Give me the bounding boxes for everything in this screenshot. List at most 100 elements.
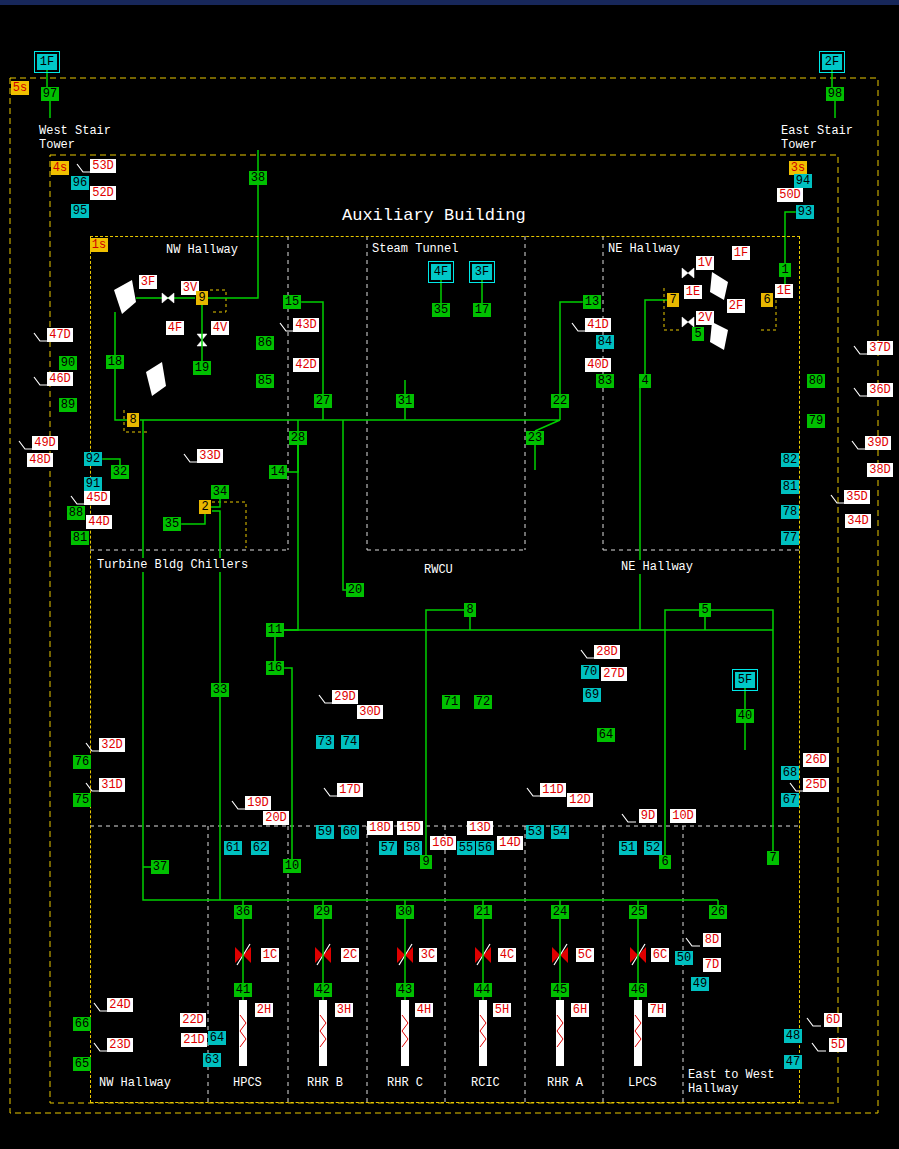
node-label: 13 xyxy=(585,295,599,309)
component-tag: 31D xyxy=(99,778,125,792)
node-label: 15D xyxy=(399,821,421,835)
component-tag: 5H xyxy=(493,1003,511,1017)
node-label: 4V xyxy=(213,321,227,335)
duct-connector xyxy=(481,280,483,303)
flow-box: 59 xyxy=(316,825,334,839)
component-tag: 5D xyxy=(829,1038,847,1052)
node-label: 74 xyxy=(343,735,357,749)
node-label: 6 xyxy=(661,855,668,869)
flow-box: 50 xyxy=(675,951,693,965)
node-label: 44D xyxy=(88,515,110,529)
node-label: 5D xyxy=(831,1038,845,1052)
component-tag: 37D xyxy=(867,341,893,355)
node-label: 47D xyxy=(49,328,71,342)
component-tag: 27D xyxy=(601,667,627,681)
junction-box: 97 xyxy=(41,87,59,101)
flow-box: 69 xyxy=(583,688,601,702)
node-label: 49 xyxy=(693,977,707,991)
component-tag: 6H xyxy=(571,1003,589,1017)
junction-box: 5 xyxy=(692,327,703,341)
node-label: RCIC xyxy=(471,1076,500,1090)
junction-box: 71 xyxy=(442,695,460,709)
node-label: 51 xyxy=(621,841,635,855)
node-label: 35 xyxy=(165,517,179,531)
component-tag: 11D xyxy=(540,783,566,797)
node-label: 43 xyxy=(398,983,412,997)
node-label: 31D xyxy=(101,778,123,792)
node-label: 80 xyxy=(809,374,823,388)
node-label: RWCU xyxy=(424,563,453,577)
duct-connector xyxy=(560,302,583,394)
node-label: 16D xyxy=(432,836,454,850)
node-label: 77 xyxy=(783,531,797,545)
junction-box: 36 xyxy=(234,905,252,919)
junction-box: 10 xyxy=(283,859,301,873)
node-label: 62 xyxy=(253,841,267,855)
node-label: 6D xyxy=(826,1013,840,1027)
room-label: West Stair Tower xyxy=(38,124,118,152)
flow-box: 49 xyxy=(691,977,709,991)
component-tag: 10D xyxy=(670,809,696,823)
room-label: LPCS xyxy=(627,1076,658,1090)
node-label: 7 xyxy=(769,851,776,865)
node-label: 46D xyxy=(49,372,71,386)
component-tag: 1F xyxy=(732,246,750,260)
site-boundary xyxy=(10,78,878,1113)
node-label: 97 xyxy=(43,87,57,101)
stair-boundary xyxy=(50,155,838,1103)
node-label: 8 xyxy=(466,603,473,617)
node-label: 92 xyxy=(86,452,100,466)
node-label: 86 xyxy=(258,336,272,350)
node-label: 18 xyxy=(108,355,122,369)
node-label: LPCS xyxy=(628,1076,657,1090)
node-label: 29 xyxy=(316,905,330,919)
node-label: 50D xyxy=(779,188,801,202)
component-tag: 25D xyxy=(803,778,829,792)
node-label: 5s xyxy=(13,81,27,95)
junction-box: 83 xyxy=(596,374,614,388)
node-label: 25D xyxy=(805,778,827,792)
fan-box: 3F xyxy=(472,264,492,280)
flow-box: 93 xyxy=(796,205,814,219)
node-label: 3H xyxy=(337,1003,351,1017)
junction-box: 11 xyxy=(266,623,284,637)
room-label: NE Hallway xyxy=(620,560,694,574)
node-label: 1F xyxy=(40,55,54,69)
node-label: 35D xyxy=(846,490,868,504)
node-label: 6H xyxy=(573,1003,587,1017)
node-label: 19D xyxy=(247,796,269,810)
component-tag: 21D xyxy=(181,1033,207,1047)
node-label: 28 xyxy=(291,431,305,445)
node-label: 2V xyxy=(698,311,712,325)
room-label: Steam Tunnel xyxy=(371,242,459,256)
node-label: 4 xyxy=(641,374,648,388)
duct-connector xyxy=(211,499,220,507)
node-label: 53D xyxy=(92,159,114,173)
node-label: 1F xyxy=(734,246,748,260)
duct-connector xyxy=(482,919,484,983)
flow-box: 91 xyxy=(84,477,102,491)
node-label: 4s xyxy=(53,161,67,175)
node-box: 8 xyxy=(127,413,138,427)
component-tag: 2H xyxy=(255,1003,273,1017)
junction-box: 41 xyxy=(234,983,252,997)
flow-box: 51 xyxy=(619,841,637,855)
component-tag: 18D xyxy=(367,821,393,835)
fan-box: 4F xyxy=(431,264,451,280)
component-tag: 39D xyxy=(865,436,891,450)
duct-connector xyxy=(785,212,796,263)
node-label: Auxiliary Building xyxy=(340,206,528,226)
flow-box: 62 xyxy=(251,841,269,855)
component-tag: 28D xyxy=(594,645,620,659)
junction-box: 33 xyxy=(211,683,229,697)
node-label: 24 xyxy=(553,905,567,919)
junction-box: 81 xyxy=(71,531,89,545)
flow-box: 61 xyxy=(224,841,242,855)
flow-box: 78 xyxy=(781,505,799,519)
node-label: 5 xyxy=(701,603,708,617)
node-label: HPCS xyxy=(233,1076,262,1090)
node-label: 14 xyxy=(271,465,285,479)
flow-box: 64 xyxy=(208,1031,226,1045)
duct-connector xyxy=(711,610,773,851)
